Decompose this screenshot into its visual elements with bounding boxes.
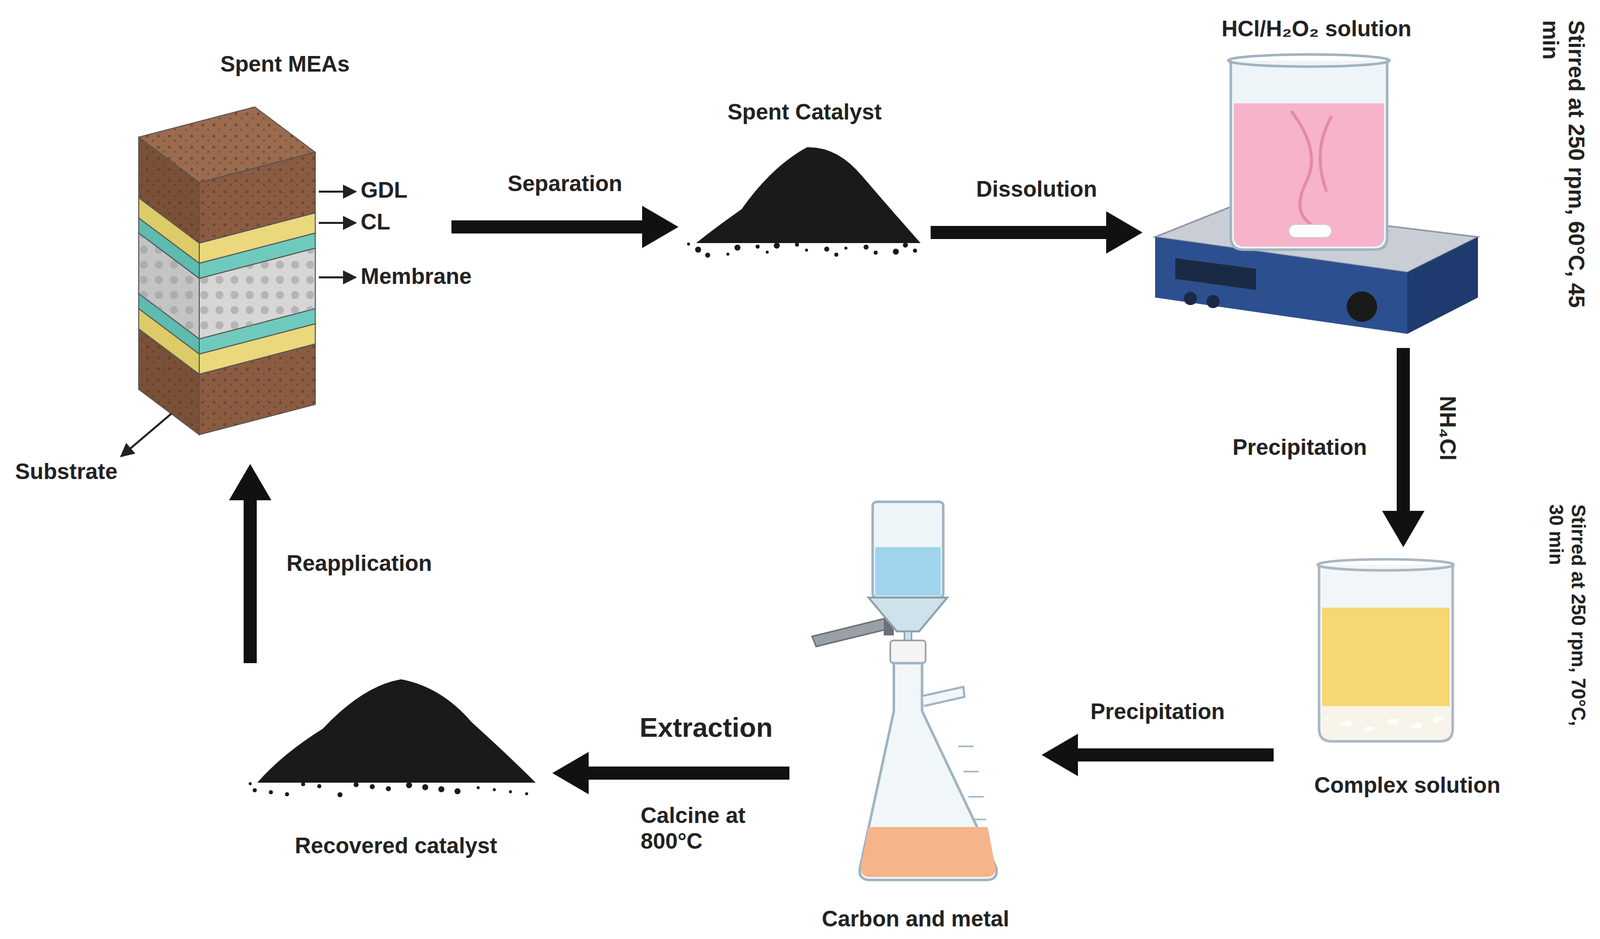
- step-label: Precipitation: [1090, 699, 1226, 725]
- speck: [863, 244, 869, 250]
- recovered-pile: [248, 679, 536, 798]
- part-label: Calcine at 800°C: [640, 803, 792, 854]
- hot-plate-stirrer: [1155, 54, 1478, 334]
- speck: [902, 242, 908, 248]
- speck: [492, 788, 496, 792]
- stage-title: Spent Catalyst: [686, 98, 924, 126]
- speck: [1387, 720, 1391, 724]
- speck: [687, 242, 691, 246]
- speck: [824, 246, 830, 252]
- speck: [353, 782, 359, 788]
- step-label: Reapplication: [286, 550, 433, 577]
- process-arrow: [552, 752, 790, 795]
- speck: [284, 792, 290, 797]
- speck: [454, 788, 461, 795]
- leader-lines: [121, 191, 356, 457]
- speck: [268, 790, 273, 795]
- step-label: Extraction: [639, 711, 773, 744]
- speck: [705, 252, 711, 258]
- layer-texture: [138, 137, 200, 244]
- speck: [317, 784, 322, 789]
- speck: [755, 244, 760, 249]
- speck: [1411, 724, 1416, 729]
- speck: [525, 792, 529, 796]
- mea-layer: [199, 152, 316, 244]
- stage-title: Complex solution: [1281, 772, 1534, 799]
- process-stage: Carbon and metal: [796, 491, 1035, 936]
- condition-note: Stirred at 250 rpm, 60°C, 45 min: [1537, 20, 1589, 333]
- speck: [1340, 722, 1345, 727]
- speck: [873, 250, 878, 255]
- speck: [805, 248, 809, 252]
- part-label: CL: [360, 209, 391, 236]
- filter-flask: [812, 501, 997, 881]
- speck: [726, 252, 730, 256]
- speck: [248, 782, 252, 786]
- process-stage: Spent Catalyst: [686, 95, 924, 248]
- complex-beaker: [1317, 559, 1454, 742]
- speck: [892, 248, 899, 255]
- step-label: Separation: [507, 170, 622, 197]
- speck: [438, 786, 445, 793]
- stage-title: Spent MEAs: [126, 50, 444, 78]
- stage-title: Carbon and metal: [796, 905, 1035, 933]
- speck: [385, 786, 391, 792]
- speck: [1364, 726, 1370, 732]
- stage-title: Recovered catalyst: [247, 832, 545, 860]
- mea-layer: [138, 137, 200, 244]
- part-label: GDL: [360, 177, 408, 204]
- speck: [406, 782, 413, 789]
- process-arrow: [1041, 733, 1274, 777]
- condition-note: Stirred at 250 rpm, 70°C, 30 min: [1545, 504, 1589, 742]
- speck: [912, 248, 918, 253]
- process-stage: Recovered catalyst: [247, 670, 545, 863]
- speck: [337, 792, 343, 798]
- speck: [369, 784, 375, 790]
- step-label: Precipitation: [1232, 434, 1368, 461]
- speck: [508, 790, 512, 794]
- speck: [1326, 716, 1330, 720]
- speck: [476, 786, 480, 790]
- speck: [734, 244, 741, 251]
- stage-title: HCl/H₂O₂ solution: [1150, 15, 1483, 43]
- step-label: Dissolution: [976, 176, 1098, 203]
- speck: [794, 242, 799, 247]
- speck: [695, 246, 702, 253]
- speck: [252, 788, 257, 793]
- process-arrow: [930, 211, 1143, 254]
- process-arrow: [229, 464, 272, 664]
- process-stage: Complex solution: [1281, 554, 1534, 803]
- speck: [834, 252, 839, 257]
- part-label: Substrate: [15, 459, 118, 485]
- process-stage: Spent MEAs: [126, 47, 444, 457]
- speck: [765, 250, 769, 254]
- catalyst-pile: [687, 147, 921, 258]
- process-stage: HCl/H₂O₂ solution: [1150, 12, 1483, 341]
- mea-stack: [138, 106, 316, 435]
- speck: [844, 246, 848, 250]
- process-arrow: [451, 205, 679, 249]
- speck: [422, 784, 429, 791]
- speck: [773, 242, 780, 249]
- process-arrow: [1382, 348, 1425, 548]
- layer-texture: [199, 152, 316, 244]
- condition-note: NH₄Cl: [1434, 395, 1461, 462]
- part-label: Membrane: [360, 263, 472, 290]
- speck: [1433, 716, 1440, 723]
- speck: [301, 782, 306, 787]
